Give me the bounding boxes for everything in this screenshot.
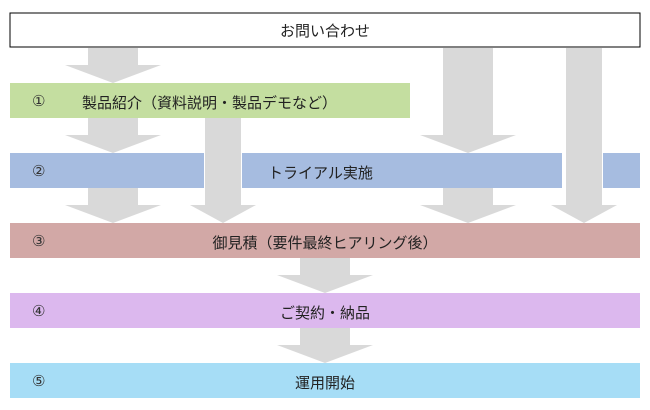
step-2-bar-center (242, 153, 562, 188)
step-5-number: ⑤ (32, 372, 46, 390)
step-5-bar (10, 363, 640, 398)
inquiry-label: お問い合わせ (279, 22, 370, 40)
arrow-header-to-step3 (551, 48, 617, 223)
arrow-step4-to-step5 (277, 328, 373, 363)
flow-arrows (65, 48, 617, 363)
inquiry-box (9, 12, 641, 48)
arrow-header-to-step1 (65, 48, 161, 83)
arrow-step1-to-step3 (190, 118, 256, 223)
arrow-step2-to-step3-b (420, 188, 516, 223)
arrow-step2-to-step3-a (65, 188, 161, 223)
step-4-label: ご契約・納品 (279, 304, 370, 322)
arrow-step3-to-step4 (277, 258, 373, 293)
arrow-header-to-step2 (420, 48, 516, 153)
step-5-label: 運用開始 (294, 374, 355, 392)
step-3-number: ③ (32, 232, 46, 250)
step-3-label: 御見積（要件最終ヒアリング後） (212, 234, 438, 252)
step-1-bar (10, 83, 410, 118)
step-2-bar-right (603, 153, 640, 188)
step-4-bar (10, 293, 640, 328)
step-2-bar-left (10, 153, 204, 188)
step-1-label: 製品紹介（資料説明・製品デモなど） (82, 94, 338, 112)
step-2-number: ② (32, 162, 46, 180)
step-1-number: ① (32, 92, 46, 110)
step-4-number: ④ (32, 302, 46, 320)
step-2-label: トライアル実施 (268, 164, 373, 182)
step-3-bar (10, 223, 640, 258)
arrow-step1-to-step2 (65, 118, 161, 153)
